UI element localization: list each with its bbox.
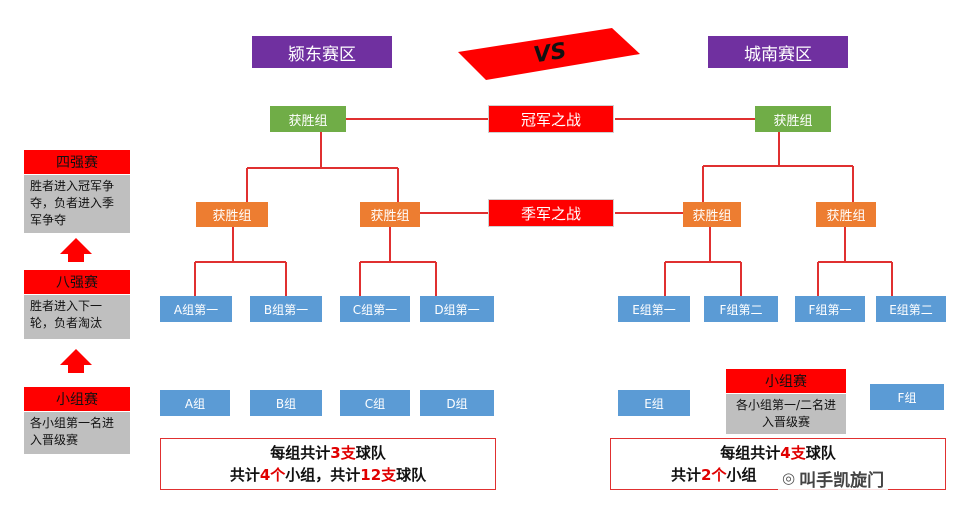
slot-right-1: E组第一	[618, 296, 690, 322]
wechat-icon: ◎	[782, 469, 796, 487]
stage-semi-title: 四强赛	[24, 150, 130, 174]
up-arrow-icon	[60, 349, 92, 373]
right-group-stage-title: 小组赛	[726, 369, 846, 393]
group-f: F组	[870, 384, 944, 410]
group-e: E组	[618, 390, 690, 416]
group-a: A组	[160, 390, 230, 416]
slot-right-4: E组第二	[876, 296, 946, 322]
group-c: C组	[340, 390, 410, 416]
third-place-final: 季军之战	[488, 199, 614, 227]
summary-right-line-2: 共计2个小组	[671, 466, 757, 484]
champion-final: 冠军之战	[488, 105, 614, 133]
semi-winner-right-2: 获胜组	[816, 202, 876, 227]
watermark: ◎ 叫手凯旋门	[778, 464, 889, 492]
group-b: B组	[250, 390, 322, 416]
stage-quarter-title: 八强赛	[24, 270, 130, 294]
summary-left-line-2: 共计4个小组，共计12支球队	[229, 466, 427, 484]
winner-group-left: 获胜组	[270, 106, 346, 132]
stage-semi-desc: 胜者进入冠军争夺，负者进入季军争夺	[24, 175, 130, 233]
zone-left-title: 颍东赛区	[252, 36, 392, 68]
slot-right-3: F组第一	[795, 296, 865, 322]
slot-left-4: D组第一	[420, 296, 494, 322]
slot-right-2: F组第二	[704, 296, 778, 322]
zone-right-title: 城南赛区	[708, 36, 848, 68]
up-arrow-icon	[60, 238, 92, 262]
semi-winner-left-2: 获胜组	[360, 202, 420, 227]
summary-left-line-1: 每组共计3支球队	[270, 444, 386, 462]
slot-left-3: C组第一	[340, 296, 410, 322]
summary-right-line-1: 每组共计4支球队	[720, 444, 836, 462]
semi-winner-right-1: 获胜组	[683, 202, 741, 227]
group-d: D组	[420, 390, 494, 416]
winner-group-right: 获胜组	[755, 106, 831, 132]
stage-quarter-desc: 胜者进入下一轮，负者淘汰	[24, 295, 130, 339]
stage-group-desc: 各小组第一名进入晋级赛	[24, 412, 130, 454]
summary-left: 每组共计3支球队 共计4个小组，共计12支球队	[160, 438, 496, 490]
stage-group-title: 小组赛	[24, 387, 130, 411]
right-group-stage-desc: 各小组第一/二名进入晋级赛	[726, 394, 846, 434]
slot-left-1: A组第一	[160, 296, 232, 322]
vs-banner	[458, 28, 640, 80]
semi-winner-left-1: 获胜组	[196, 202, 268, 227]
slot-left-2: B组第一	[250, 296, 322, 322]
